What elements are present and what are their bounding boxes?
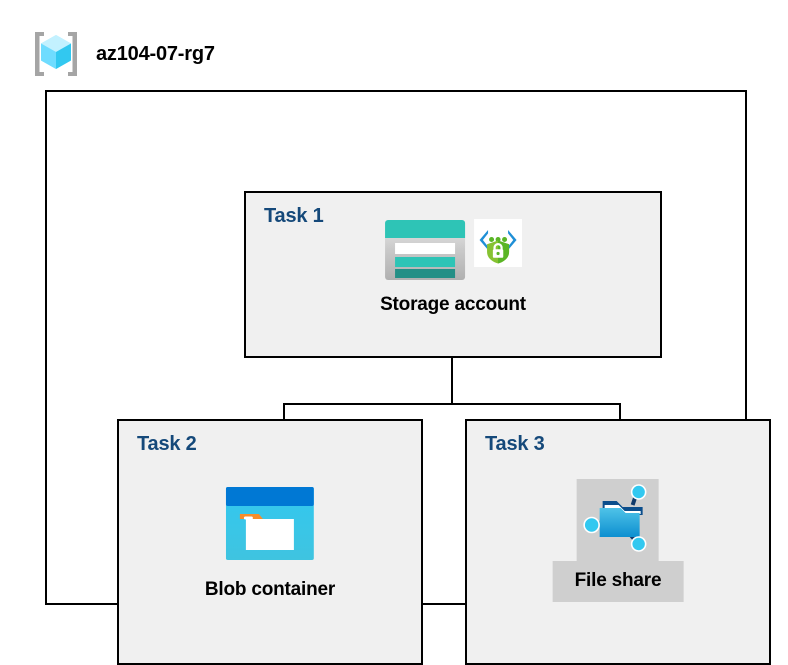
task-3-label: Task 3 [485,433,545,455]
storage-account-caption-wrap: Storage account [378,294,528,316]
storage-account-icon [384,219,466,286]
connector-bus [283,403,621,405]
storage-account-icon-row [384,219,522,286]
task-2-box[interactable]: Task 2 [117,419,423,665]
file-share-caption-highlight: File share [552,561,684,602]
resource-group-cube-icon [30,28,82,80]
resource-group-name: az104-07-rg7 [96,42,215,65]
blob-container-caption: Blob container [204,579,336,600]
file-share-icon [581,481,655,560]
connector-trunk [451,326,453,405]
resource-group-container: Task 1 [45,90,771,665]
task-3-box[interactable]: Task 3 [465,419,771,665]
file-share-icon-highlight [577,479,659,561]
file-share-caption: File share [574,570,662,591]
diagram-canvas: az104-07-rg7 Task 1 [30,28,771,665]
task-2-label: Task 2 [137,433,197,455]
task-1-label: Task 1 [264,205,324,227]
file-share-node[interactable]: File share [552,479,684,602]
storage-account-caption: Storage account [380,294,526,315]
storage-account-node[interactable]: Storage account [378,219,528,316]
task-1-box[interactable]: Task 1 [244,191,662,358]
secure-endpoint-shield-icon [474,219,522,272]
resource-group-header: az104-07-rg7 [30,28,215,80]
blob-container-node[interactable]: Blob container [205,487,335,601]
blob-container-icon [226,487,314,565]
